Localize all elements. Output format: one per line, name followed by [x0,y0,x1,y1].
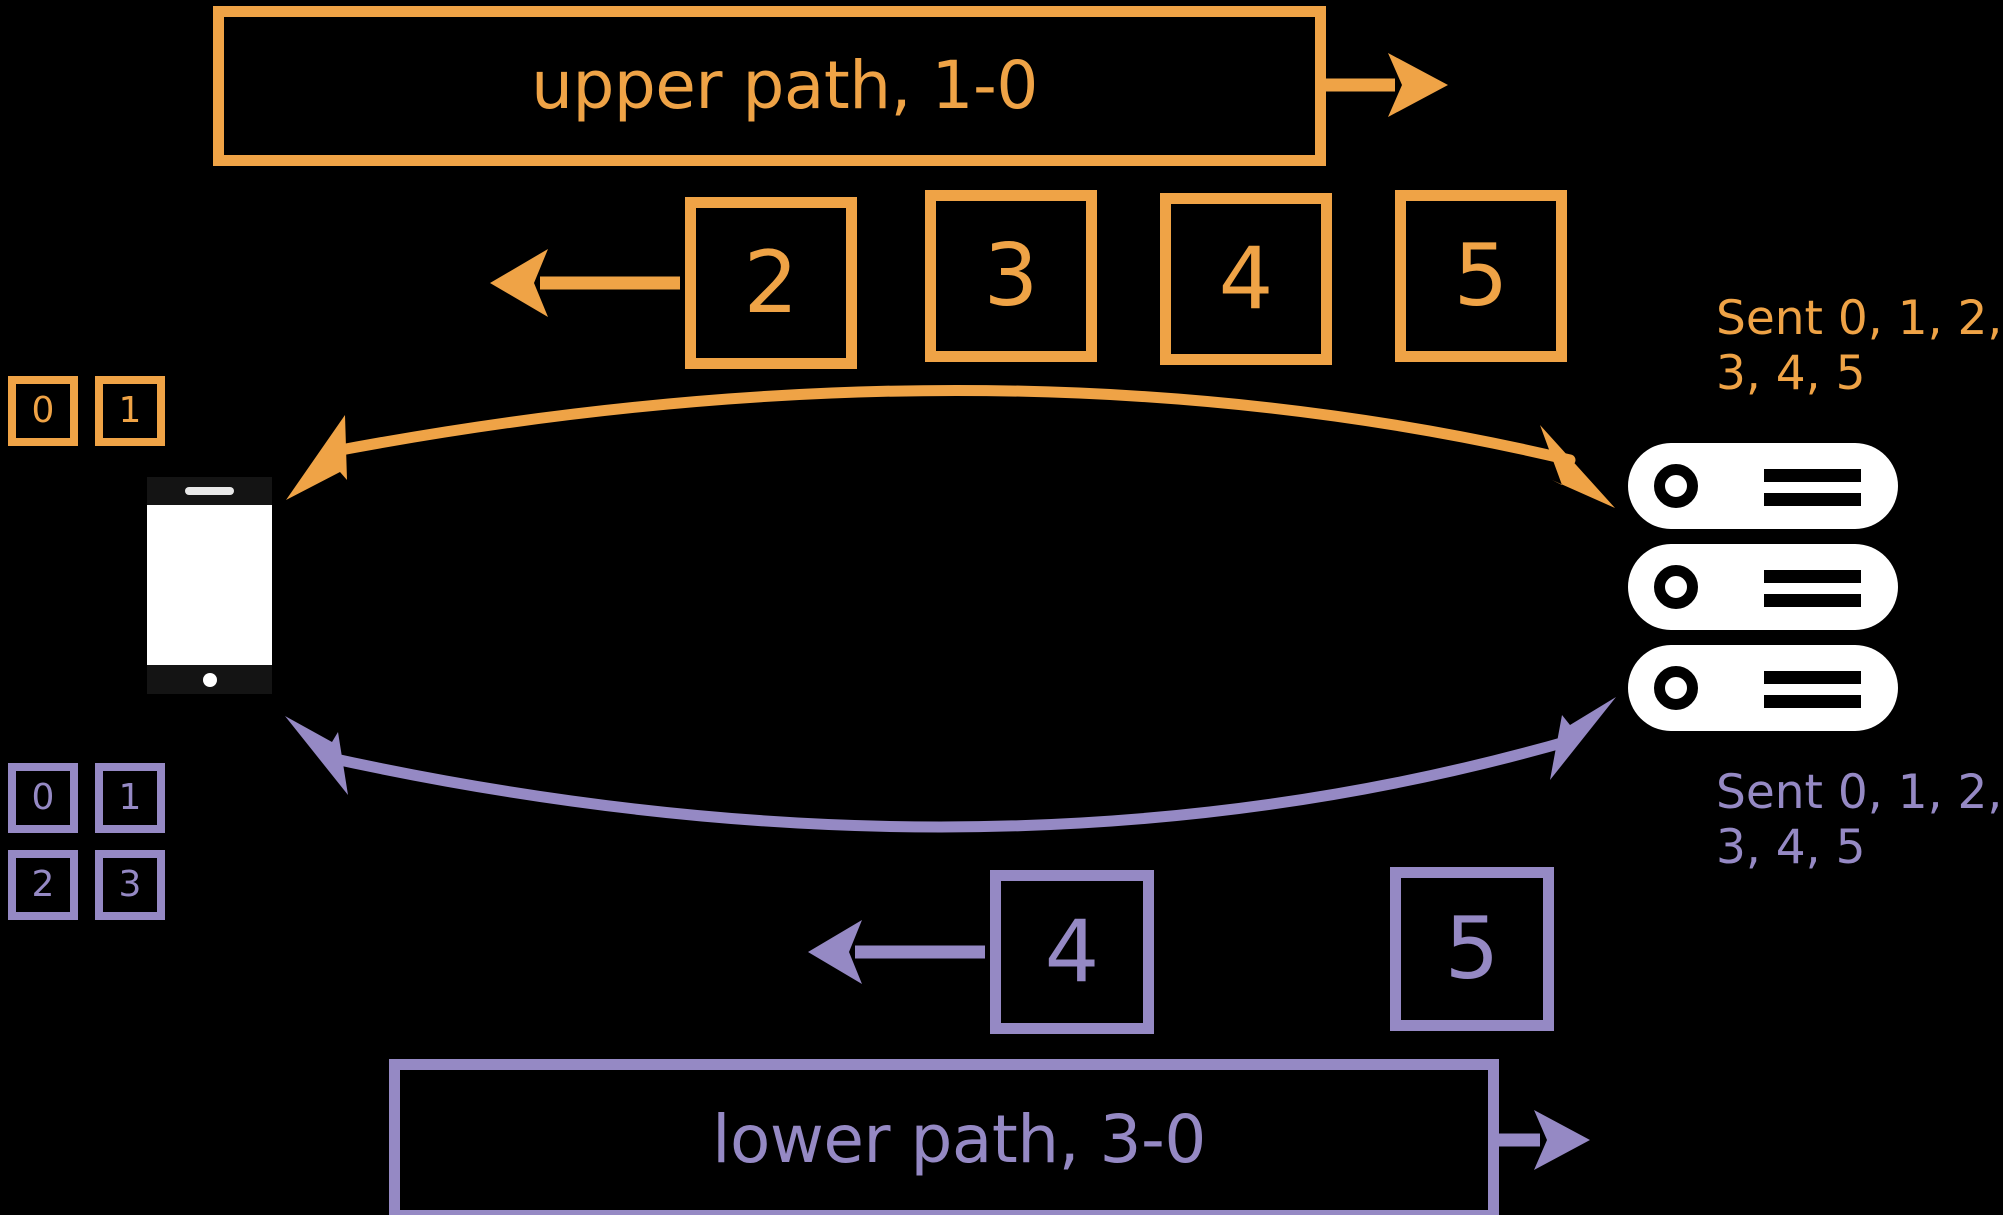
upper-packet-square: 5 [1395,190,1567,362]
lower-banner-arrow-icon [1499,1110,1590,1170]
lower-received-label: 0 [31,777,55,818]
upper-received-square: 1 [95,376,165,446]
server-led-icon [1654,464,1698,508]
upper-received-label: 1 [118,390,142,431]
lower-packet-label: 5 [1444,899,1500,999]
lower-received-label: 1 [118,777,142,818]
server-unit [1628,645,1898,731]
upper-packet-square: 3 [925,190,1097,362]
lower-queue-arrow-icon [808,920,985,984]
upper-packet-label: 5 [1453,226,1509,326]
upper-received-label: 0 [31,390,55,431]
lower-sent-label: Sent 0, 1, 2, 3, 4, 5 [1716,765,2003,876]
upper-banner-arrow-icon [1326,53,1448,117]
lower-packet-square: 4 [990,870,1154,1034]
phone-screen [147,505,272,665]
upper-packet-square: 4 [1160,193,1332,365]
upper-packet-label: 3 [983,226,1039,326]
smartphone-icon [147,477,272,694]
lower-packet-label: 4 [1044,902,1100,1002]
upper-path-label: upper path, 1-0 [531,47,1038,124]
server-bar-icon [1764,570,1861,583]
lower-received-square: 2 [8,850,78,920]
phone-home-button-icon [203,673,217,687]
lower-received-label: 3 [118,864,142,905]
upper-link-arrow-icon [286,384,1615,508]
phone-speaker-icon [185,487,234,495]
lower-received-square: 3 [95,850,165,920]
lower-path-banner: lower path, 3-0 [389,1059,1499,1215]
server-bar-icon [1764,671,1861,684]
lower-packet-square: 5 [1390,867,1554,1031]
upper-received-square: 0 [8,376,78,446]
server-unit [1628,443,1898,529]
lower-link-arrow-icon [285,697,1616,833]
server-bar-icon [1764,469,1861,482]
server-bar-icon [1764,493,1861,506]
upper-packet-label: 4 [1218,229,1274,329]
lower-received-label: 2 [31,864,55,905]
server-bar-icon [1764,594,1861,607]
upper-path-banner: upper path, 1-0 [213,6,1326,166]
server-led-icon [1654,565,1698,609]
upper-packet-square: 2 [685,197,857,369]
server-unit [1628,544,1898,630]
lower-received-square: 1 [95,763,165,833]
server-bar-icon [1764,695,1861,708]
upper-sent-label: Sent 0, 1, 2, 3, 4, 5 [1716,291,2003,402]
upper-packet-label: 2 [743,233,799,333]
server-led-icon [1654,666,1698,710]
server-rack-icon [1628,443,1898,733]
upper-queue-arrow-icon [490,249,680,317]
lower-path-label: lower path, 3-0 [712,1101,1206,1178]
lower-received-square: 0 [8,763,78,833]
